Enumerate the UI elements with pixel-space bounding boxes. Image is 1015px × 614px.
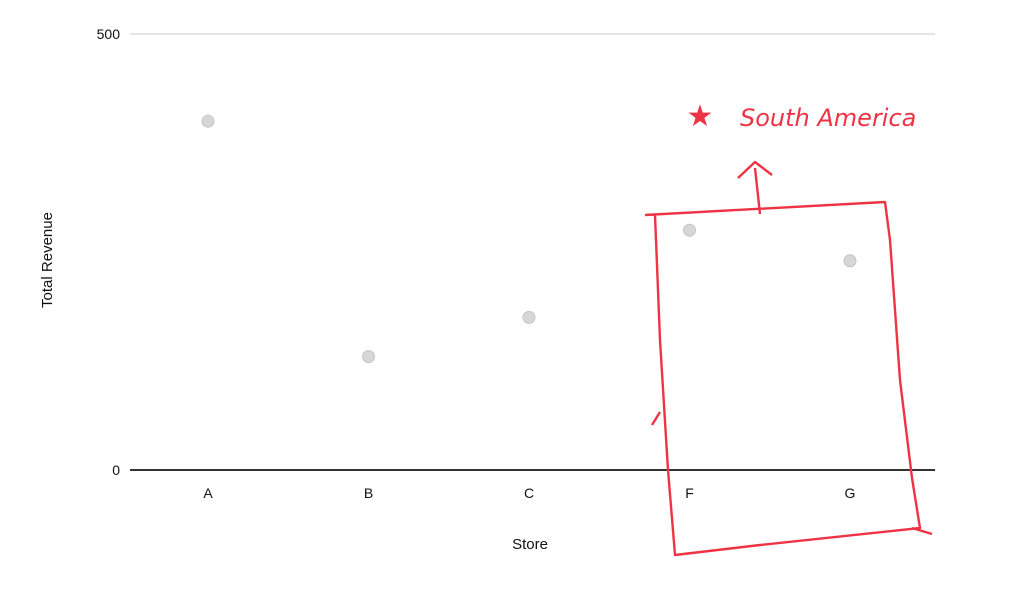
annotation-box (644, 200, 922, 557)
data-point-a (201, 114, 215, 128)
y-tick-label-0: 0 (112, 462, 120, 478)
y-tick-label-500: 500 (97, 26, 121, 42)
x-tick-label-c: C (524, 485, 534, 501)
y-axis-title: Total Revenue (39, 212, 56, 308)
annotation-arrow-line (753, 167, 762, 215)
annotation-tail-line (911, 526, 933, 536)
data-point-f (683, 223, 696, 237)
x-tick-label-g: G (845, 485, 856, 501)
data-point-c (522, 310, 536, 324)
x-tick-label-b: B (364, 485, 373, 501)
annotation-label: South America (740, 104, 916, 132)
star-icon: ★ (687, 99, 714, 134)
x-tick-label-a: A (203, 485, 213, 501)
annotation-group: ★ South America (644, 99, 933, 557)
data-point-g (843, 254, 857, 268)
data-point-b (362, 350, 375, 364)
arrow-head-icon (737, 160, 773, 179)
data-points (201, 114, 857, 364)
x-axis-title: Store (512, 536, 548, 553)
annotation-tick-mark (650, 411, 662, 426)
x-tick-label-f: F (685, 485, 694, 501)
